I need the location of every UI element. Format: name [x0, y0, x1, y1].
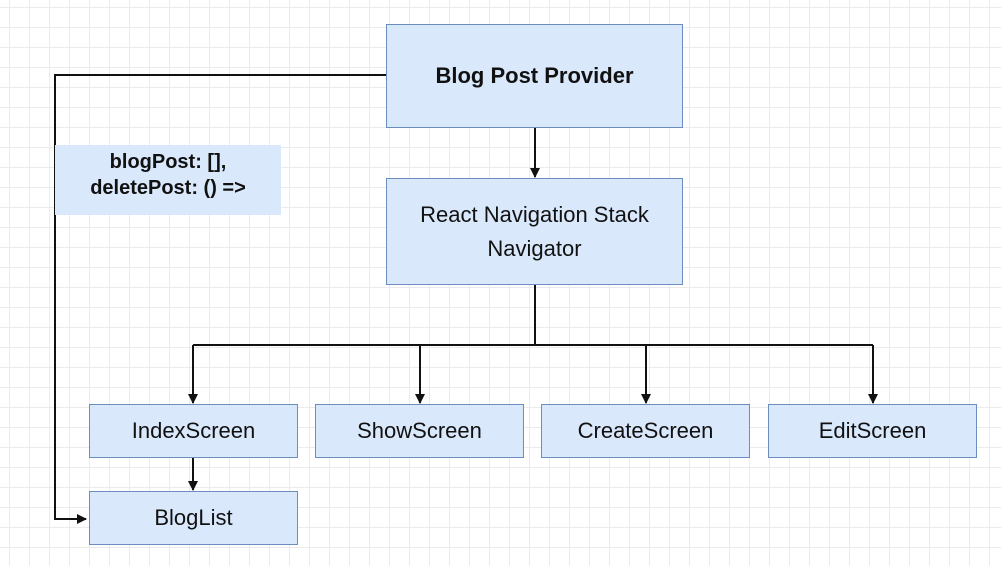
arrow-provider-to-bloglist: [54, 74, 386, 524]
blog-list-node[interactable]: BlogList: [89, 491, 298, 545]
context-value-line2: deletePost: () =>: [90, 177, 246, 199]
edit-screen-label: EditScreen: [818, 418, 927, 443]
show-screen-label: ShowScreen: [357, 418, 482, 443]
blog-list-label: BlogList: [154, 505, 233, 530]
edit-screen-node[interactable]: EditScreen: [768, 404, 977, 458]
provider-node[interactable]: Blog Post Provider: [386, 24, 683, 128]
create-screen-node[interactable]: CreateScreen: [541, 404, 750, 458]
show-screen-node[interactable]: ShowScreen: [315, 404, 524, 458]
navigator-node[interactable]: React Navigation Stack Navigator: [386, 178, 683, 285]
index-screen-node[interactable]: IndexScreen: [89, 404, 298, 458]
context-value-label: blogPost: [], deletePost: () =>: [55, 145, 281, 215]
create-screen-label: CreateScreen: [577, 418, 714, 443]
context-value-line1: blogPost: [],: [109, 151, 227, 173]
navigator-label-line1: React Navigation Stack: [420, 201, 649, 227]
index-screen-label: IndexScreen: [131, 418, 256, 443]
provider-label: Blog Post Provider: [435, 63, 634, 88]
navigator-label-line2: Navigator: [487, 235, 582, 261]
